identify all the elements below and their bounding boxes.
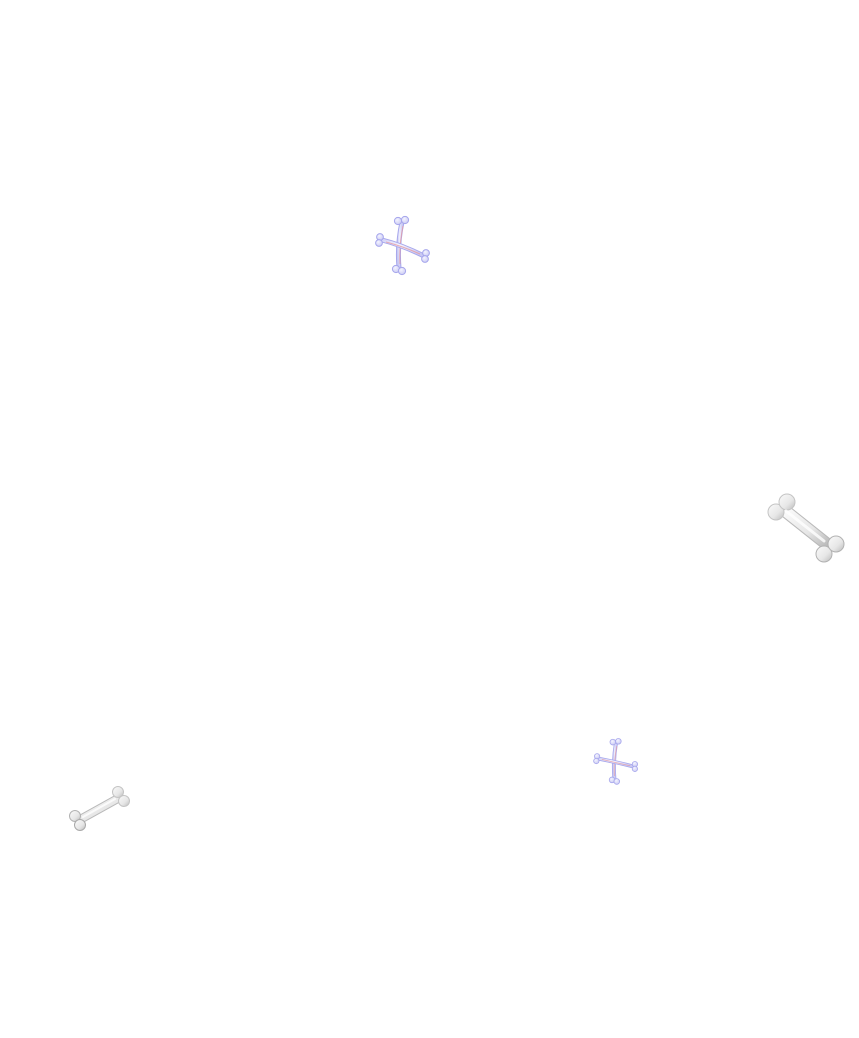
crossed-bones-icon [375,215,430,276]
bone-icon [69,786,130,831]
bone-icon [767,493,845,563]
crossed-bones-icon [593,738,638,785]
